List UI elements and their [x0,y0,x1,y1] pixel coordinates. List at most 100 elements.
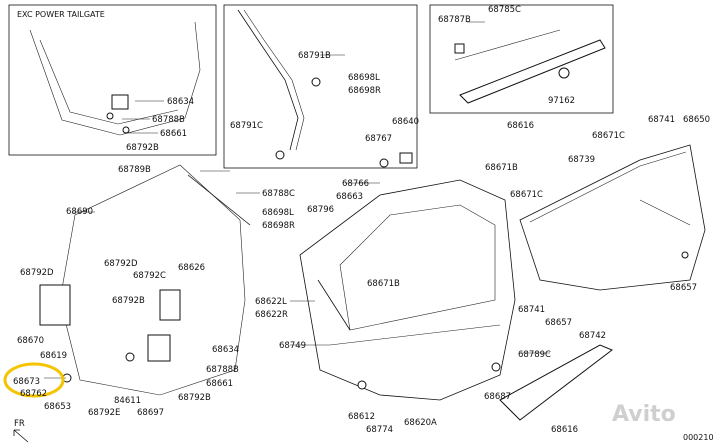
label-68792B-2: 68792B [112,296,145,306]
label-68796: 68796 [307,205,334,215]
panel-side-trim [223,4,418,169]
lock-actuator [147,334,171,362]
label-68616-top: 68616 [507,121,534,131]
label-68612: 68612 [348,412,375,422]
panel3-spoiler [459,39,606,104]
label-68792C: 68792C [133,271,166,281]
label-68622R: 68622R [255,310,288,320]
label-68698R: 68698R [348,86,381,96]
label-68788B: 68788B [152,115,185,125]
panel2-trim-inner [243,9,305,151]
diagram-code: 000210 [683,433,714,442]
label-68661-2: 68661 [206,379,233,389]
panel1-clip [122,126,130,134]
label-68673: 68673 [13,377,40,387]
label-84611: 84611 [114,396,141,406]
label-68792B: 68792B [126,143,159,153]
label-68742: 68742 [579,331,606,341]
label-68622L: 68622L [255,297,287,307]
label-68785C: 68785C [488,5,521,15]
label-68653: 68653 [44,402,71,412]
switch-part [125,352,135,362]
front-arrow-label: FR [14,419,25,429]
tailgate-lower-edge [329,324,501,346]
label-68616: 68616 [551,425,578,435]
panel1-glass-outline [39,39,179,125]
label-68792E: 68792E [88,408,120,418]
label-68788B-2: 68788B [206,365,239,375]
label-68774: 68774 [366,425,393,435]
label-68698L-2: 68698L [262,208,294,218]
panel2-trim [237,9,299,151]
label-68661: 68661 [160,129,187,139]
label-68792D-2: 68792D [20,268,54,278]
motor-unit [159,289,181,321]
label-68671C-2: 68671C [592,131,625,141]
label-68626: 68626 [178,263,205,273]
label-68663: 68663 [336,192,363,202]
label-68620A: 68620A [404,418,437,428]
label-68671C: 68671C [510,190,543,200]
label-68657-2: 68657 [545,318,572,328]
panel-exc-power-tailgate [8,4,217,156]
label-68657: 68657 [670,283,697,293]
panel3-fastener [454,43,465,54]
label-68792B-3: 68792B [178,393,211,403]
label-68789B: 68789B [118,165,151,175]
label-97162: 97162 [548,96,575,106]
bottom-garnish [499,344,613,421]
label-68791C: 68791C [230,121,263,131]
label-68749: 68749 [279,341,306,351]
label-68698L: 68698L [348,73,380,83]
label-68791B: 68791B [298,51,331,61]
lower-bumper-stop [357,380,367,390]
glass-clip [681,251,689,259]
panel3-nozzle [558,67,570,79]
latch-assembly [39,284,71,326]
front-arrow-icon [13,429,29,443]
label-68640: 68640 [392,117,419,127]
inner-trim-strip [187,174,251,226]
leader-lines [44,21,550,379]
label-68741: 68741 [648,115,675,125]
label-68787B: 68787B [438,15,471,25]
label-68788C: 68788C [262,189,295,199]
panel-spoiler [429,4,614,114]
center-clip [379,158,389,168]
label-68671B-top: 68671B [485,163,518,173]
label-68739: 68739 [568,155,595,165]
label-68687: 68687 [484,392,511,402]
panel1-tailgate-outline [29,21,201,136]
rear-glass-seal [529,151,687,223]
inner-tailgate-outline [59,164,246,396]
label-68698R-2: 68698R [262,221,295,231]
rear-glass [519,144,706,291]
garnish-clip [491,362,501,372]
panel1-bolt [106,112,114,120]
label-68766: 68766 [342,179,369,189]
label-68634-2: 68634 [212,345,239,355]
label-68690: 68690 [66,207,93,217]
label-68650: 68650 [683,115,710,125]
handle-part [399,152,413,164]
label-68619: 68619 [40,351,67,361]
highlight-ring [3,362,65,398]
panel3-spoiler-lip [454,29,561,61]
label-68789C: 68789C [518,350,551,360]
panel-title: EXC POWER TAILGATE [17,10,105,19]
label-68741-2: 68741 [518,305,545,315]
tailgate-body [299,179,516,401]
gas-strut [317,279,351,331]
glass-defroster-line [639,199,691,226]
label-68697: 68697 [137,408,164,418]
panel2-clip-lower [275,150,285,160]
label-68762: 68762 [20,389,47,399]
label-68792D: 68792D [104,259,138,269]
watermark: Avito [612,402,676,427]
label-68634: 68634 [167,97,194,107]
panel2-clip [311,77,321,87]
panel1-lock-part [111,94,129,110]
label-68671B: 68671B [367,279,400,289]
